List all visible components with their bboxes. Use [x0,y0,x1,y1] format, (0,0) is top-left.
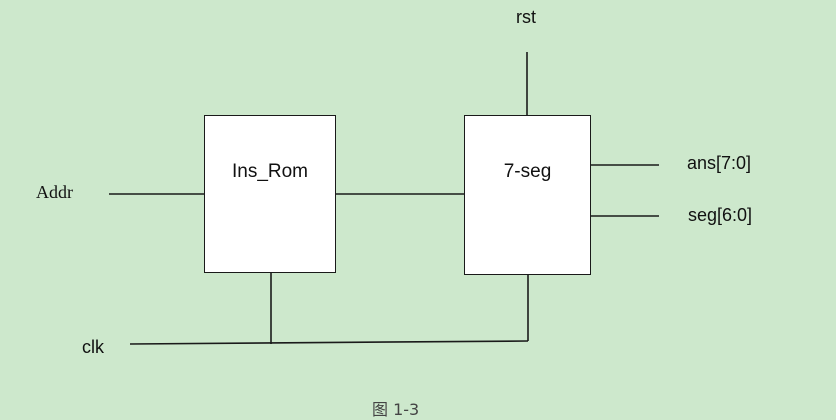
seven-seg-label: 7-seg [503,161,552,182]
wire-layer [109,52,659,345]
seg-label: seg[6:0] [688,205,753,225]
ins-rom-block: Ins_Rom [204,115,336,273]
addr-label: Addr [36,182,73,202]
block-diagram: Ins_Rom 7-seg Addr clk rst ans[7:0] seg[… [36,7,753,419]
clk-label: clk [82,337,104,357]
seven-seg-block: 7-seg [464,115,591,275]
figure-caption: 图 1-3 [372,400,420,419]
ins-rom-label: Ins_Rom [231,161,309,182]
rst-label: rst [516,7,536,27]
clk-wire [129,340,529,345]
ans-label: ans[7:0] [687,153,752,173]
